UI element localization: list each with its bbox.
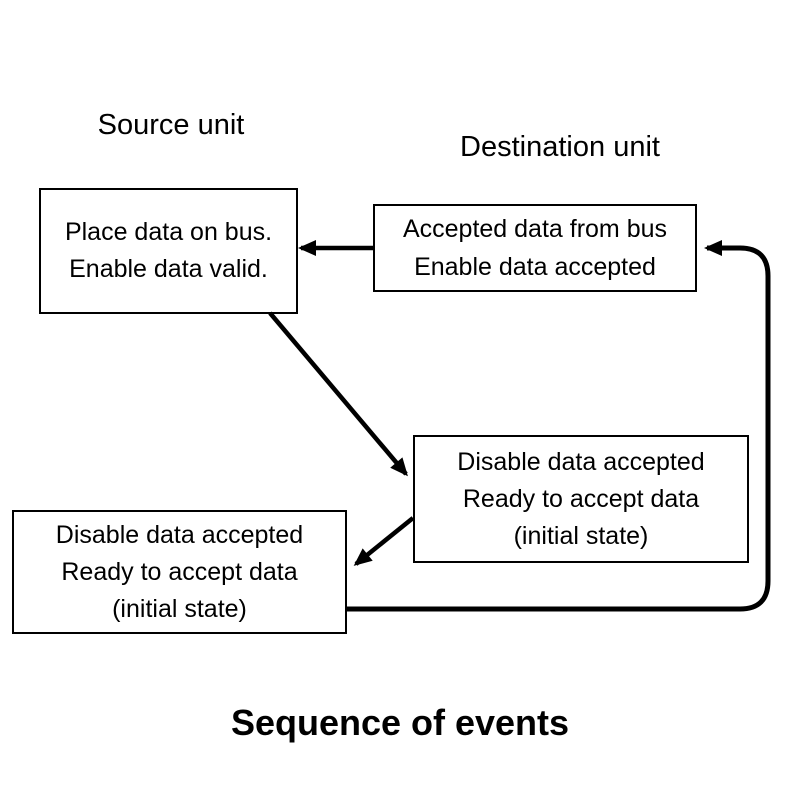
box-destination-initial-state: Disable data accepted Ready to accept da… xyxy=(413,435,749,563)
box-line: Disable data accepted xyxy=(55,520,304,549)
box-destination-accept-data: Accepted data from bus Enable data accep… xyxy=(373,204,697,292)
box-line: Enable data accepted xyxy=(414,253,656,281)
source-unit-heading: Source unit xyxy=(97,109,245,141)
box-line: Ready to accept data xyxy=(61,557,298,586)
box-line: Disable data accepted xyxy=(457,447,705,476)
box-line: Place data on bus. xyxy=(64,218,273,246)
box-source-initial-state: Disable data accepted Ready to accept da… xyxy=(12,510,347,634)
box-line: (initial state) xyxy=(513,521,649,550)
arrow-source-place-to-destination-initial xyxy=(268,311,408,477)
destination-unit-heading: Destination unit xyxy=(460,131,660,163)
box-source-place-data: Place data on bus. Enable data valid. xyxy=(39,188,298,314)
box-line: (initial state) xyxy=(112,594,247,623)
box-line: Enable data valid. xyxy=(69,255,268,283)
diagram-title: Sequence of events xyxy=(230,702,570,743)
box-line: Ready to accept data xyxy=(462,484,700,513)
box-line: Accepted data from bus xyxy=(402,215,668,243)
arrow-destination-initial-to-source-initial xyxy=(353,516,415,566)
